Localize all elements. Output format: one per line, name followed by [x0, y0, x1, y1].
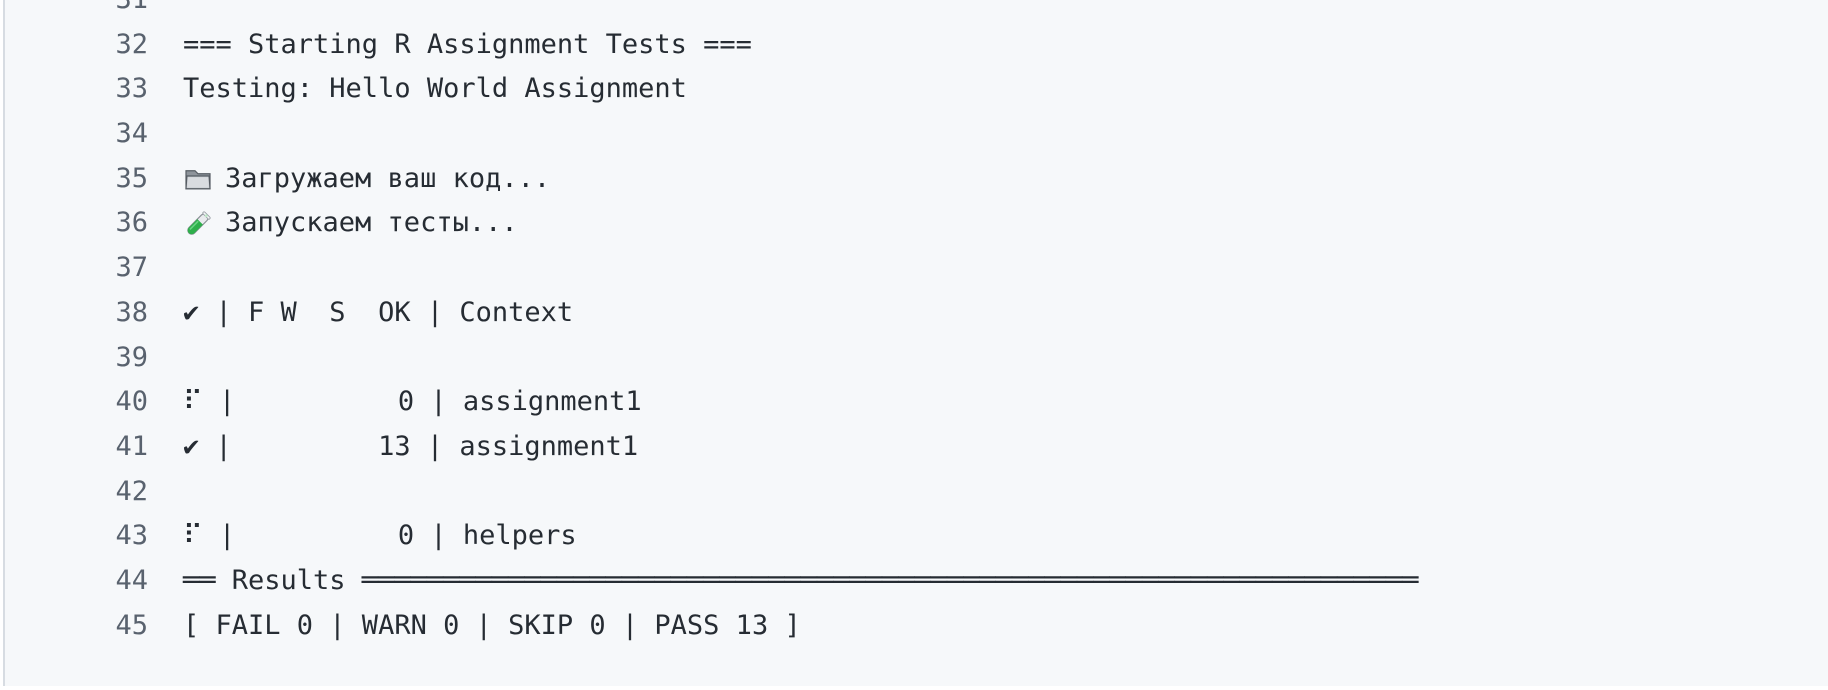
line-number[interactable]: 33 — [115, 73, 148, 105]
test-tube-icon — [183, 209, 213, 239]
line-number[interactable]: 44 — [115, 564, 148, 596]
line-number[interactable]: 34 — [115, 118, 148, 150]
log-viewer: 31 32 === Starting R Assignment Tests ==… — [3, 0, 1828, 686]
line-number[interactable]: 35 — [115, 162, 148, 194]
log-line: 33 Testing: Hello World Assignment — [5, 67, 1828, 112]
line-number[interactable]: 37 — [115, 252, 148, 284]
line-number[interactable]: 42 — [115, 475, 148, 507]
log-line: 39 — [5, 336, 1828, 381]
line-number[interactable]: 31 — [5, 0, 148, 23]
log-line: 36 Запускаем тесты... — [5, 201, 1828, 246]
line-number[interactable]: 32 — [115, 28, 148, 60]
log-line: 35 Загружаем ваш код... — [5, 157, 1828, 202]
line-text: ✔ | 13 | assignment1 — [183, 430, 639, 462]
line-text: Загружаем ваш код... — [183, 157, 550, 202]
log-line: 40 ⠏ | 0 | assignment1 — [5, 380, 1828, 425]
line-number[interactable]: 36 — [115, 207, 148, 239]
line-text: [ FAIL 0 | WARN 0 | SKIP 0 | PASS 13 ] — [183, 609, 801, 641]
log-line: 38 ✔ | F W S OK | Context — [5, 291, 1828, 336]
log-line: 43 ⠏ | 0 | helpers — [5, 514, 1828, 559]
line-text: ⠏ | 0 | assignment1 — [183, 386, 642, 418]
line-number[interactable]: 40 — [115, 386, 148, 418]
line-number[interactable]: 41 — [115, 430, 148, 462]
log-line: 41 ✔ | 13 | assignment1 — [5, 425, 1828, 470]
log-line: 44 ══ Results ══════════════════════════… — [5, 559, 1828, 604]
log-line: 42 — [5, 470, 1828, 515]
line-text: Testing: Hello World Assignment — [183, 73, 687, 105]
line-number[interactable]: 39 — [115, 341, 148, 373]
log-line: 32 === Starting R Assignment Tests === — [5, 23, 1828, 68]
log-line: 37 — [5, 246, 1828, 291]
log-line: 34 — [5, 112, 1828, 157]
line-number[interactable]: 38 — [115, 296, 148, 328]
line-text: ══ Results ═════════════════════════════… — [183, 564, 1419, 596]
line-number[interactable]: 43 — [115, 520, 148, 552]
log-line: 45 [ FAIL 0 | WARN 0 | SKIP 0 | PASS 13 … — [5, 604, 1828, 649]
line-text: ⠏ | 0 | helpers — [183, 520, 577, 552]
line-text: ✔ | F W S OK | Context — [183, 296, 574, 328]
folder-icon — [183, 164, 213, 194]
line-number[interactable]: 45 — [115, 609, 148, 641]
log-line: 31 — [5, 0, 1828, 23]
line-text: === Starting R Assignment Tests === — [183, 28, 752, 60]
line-text: Запускаем тесты... — [183, 201, 518, 246]
log-lines: 31 32 === Starting R Assignment Tests ==… — [5, 0, 1828, 648]
